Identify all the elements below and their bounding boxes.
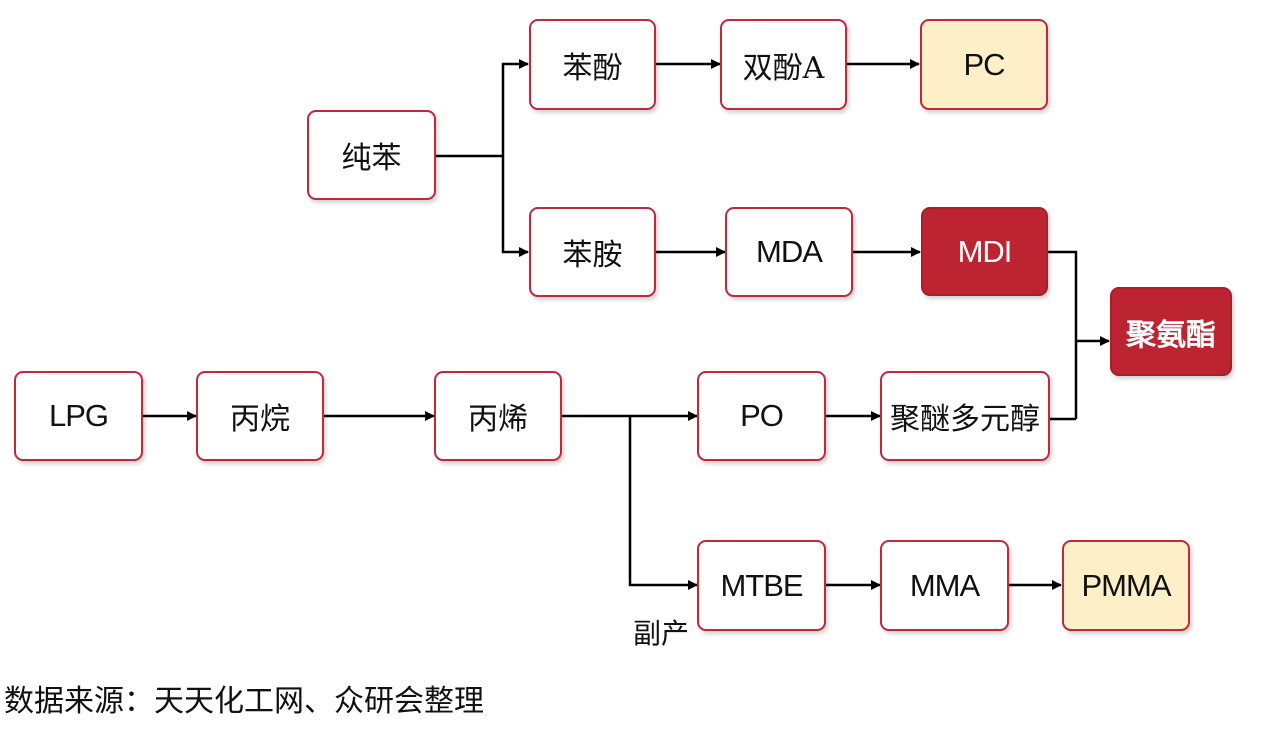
node-phenol: 苯酚: [529, 19, 656, 110]
node-mdi: MDI: [921, 207, 1048, 296]
source-note: 数据来源：天天化工网、众研会整理: [4, 684, 484, 719]
node-mda: MDA: [725, 207, 853, 297]
node-bisphenol-a: 双酚A: [720, 19, 847, 110]
line-propylene-to-mtbe: [628, 416, 698, 590]
line-benzene-to-phenol: [501, 59, 529, 156]
node-lpg: LPG: [14, 371, 143, 461]
node-pmma: PMMA: [1062, 540, 1190, 631]
node-mtbe: MTBE: [697, 540, 826, 631]
line-mdi-join: [1048, 250, 1078, 419]
node-benzene: 纯苯: [307, 110, 436, 200]
node-mma: MMA: [880, 540, 1009, 631]
byproduct-label: 副产: [633, 617, 690, 650]
node-polyether-polyol: 聚醚多元醇: [880, 371, 1050, 461]
node-polyurethane: 聚氨酯: [1110, 287, 1232, 376]
node-pc: PC: [920, 19, 1048, 110]
line-benzene-to-aniline: [501, 156, 529, 257]
node-propylene: 丙烯: [434, 371, 562, 461]
node-propane: 丙烷: [196, 371, 324, 461]
node-po: PO: [697, 371, 826, 461]
node-aniline: 苯胺: [529, 207, 656, 297]
